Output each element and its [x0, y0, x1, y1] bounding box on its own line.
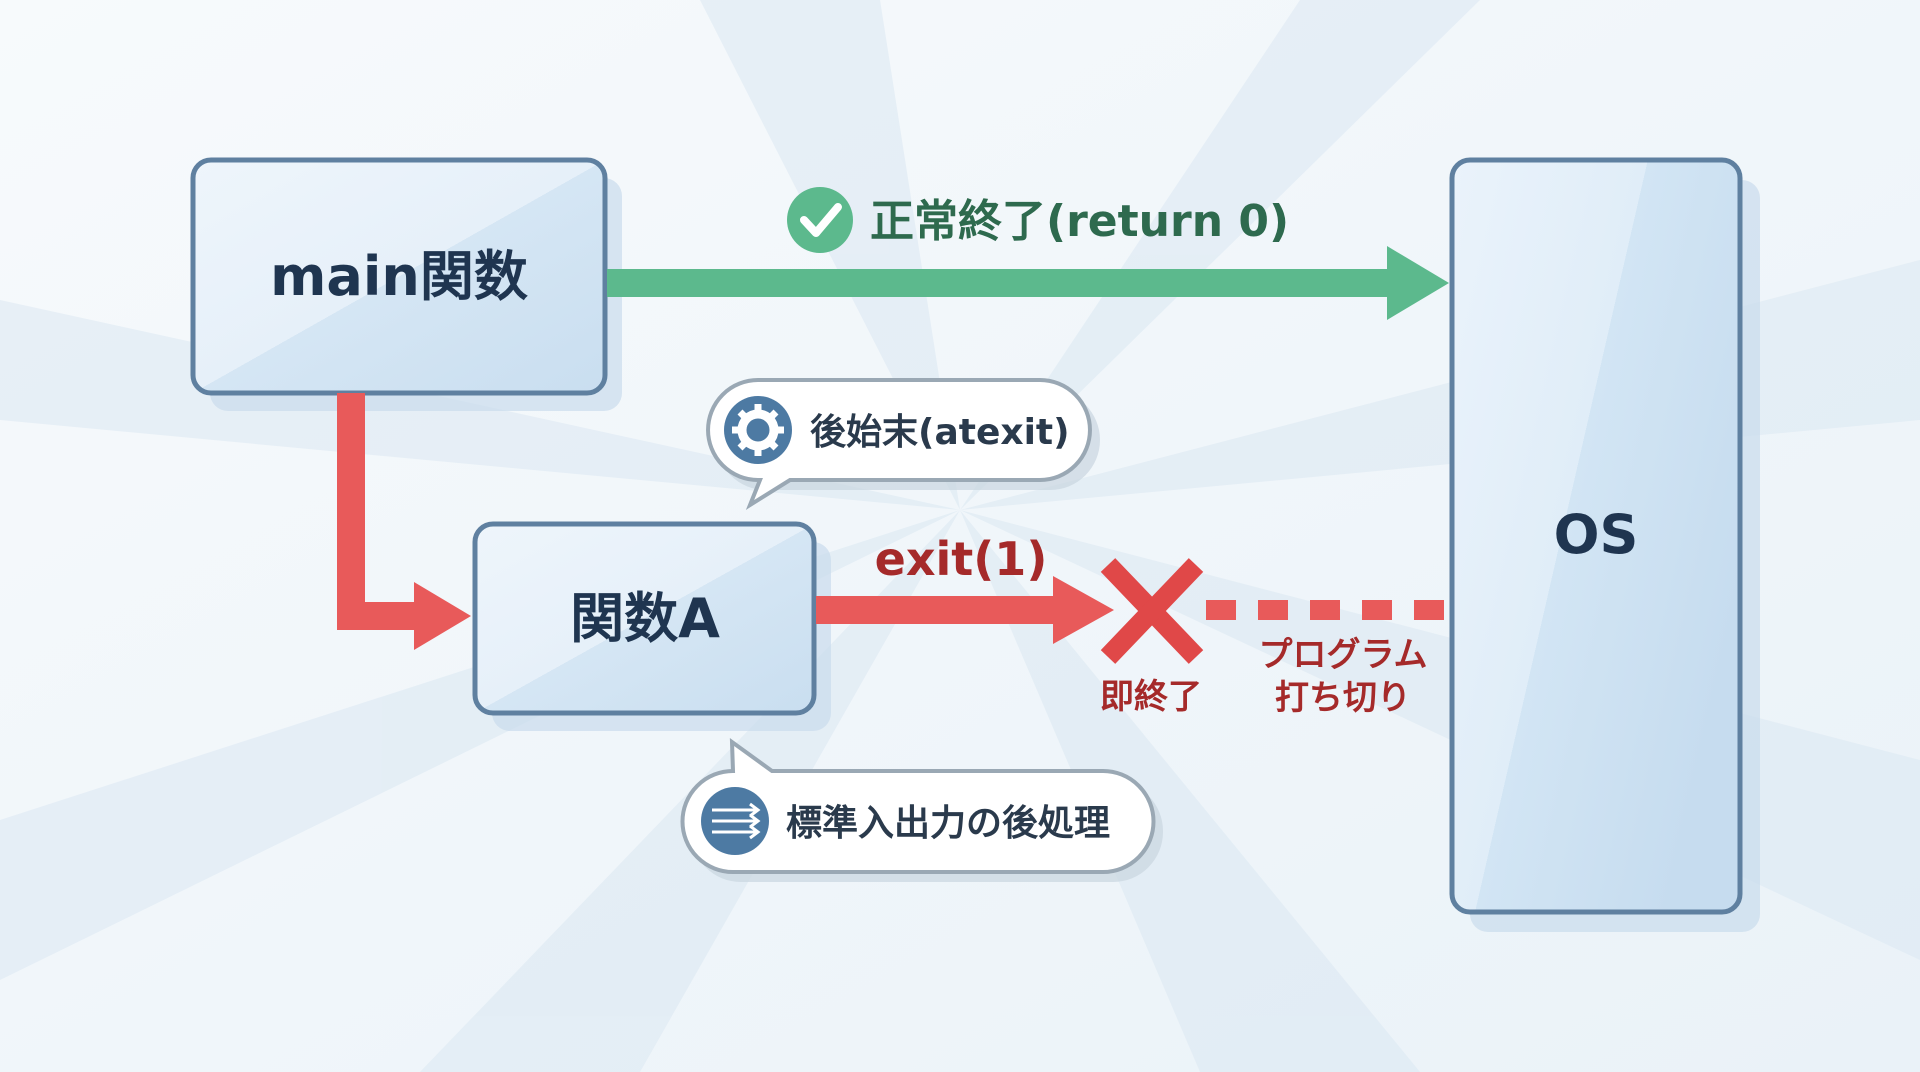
gear-icon — [724, 396, 792, 464]
os-box: OS — [1449, 157, 1760, 932]
program-cut-label-line1: プログラム — [1259, 635, 1428, 675]
os-label: OS — [1554, 503, 1639, 566]
atexit-bubble: 後始末(atexit) — [706, 378, 1100, 510]
immediate-exit-label: 即終了 — [1100, 677, 1202, 717]
x-icon — [1100, 558, 1204, 664]
flow-arrows-icon — [701, 787, 769, 855]
call-function-a-arrow — [337, 393, 471, 650]
function-a-label: 関数A — [570, 587, 720, 650]
exit-arrow — [816, 576, 1114, 644]
stdio-cleanup-label: 標準入出力の後処理 — [786, 803, 1110, 844]
stdio-cleanup-bubble: 標準入出力の後処理 — [680, 737, 1163, 882]
function-a-box: 関数A — [472, 521, 831, 731]
main-function-box: main関数 — [190, 157, 622, 411]
atexit-label: 後始末(atexit) — [810, 412, 1070, 453]
program-cut-label-line2: 打ち切り — [1275, 678, 1411, 718]
exit-call-label: exit(1) — [875, 532, 1048, 586]
normal-exit-label: 正常終了(return 0) — [870, 196, 1289, 247]
check-circle-icon — [787, 187, 853, 253]
main-function-label: main関数 — [270, 245, 528, 308]
normal-exit-arrow — [607, 246, 1449, 320]
